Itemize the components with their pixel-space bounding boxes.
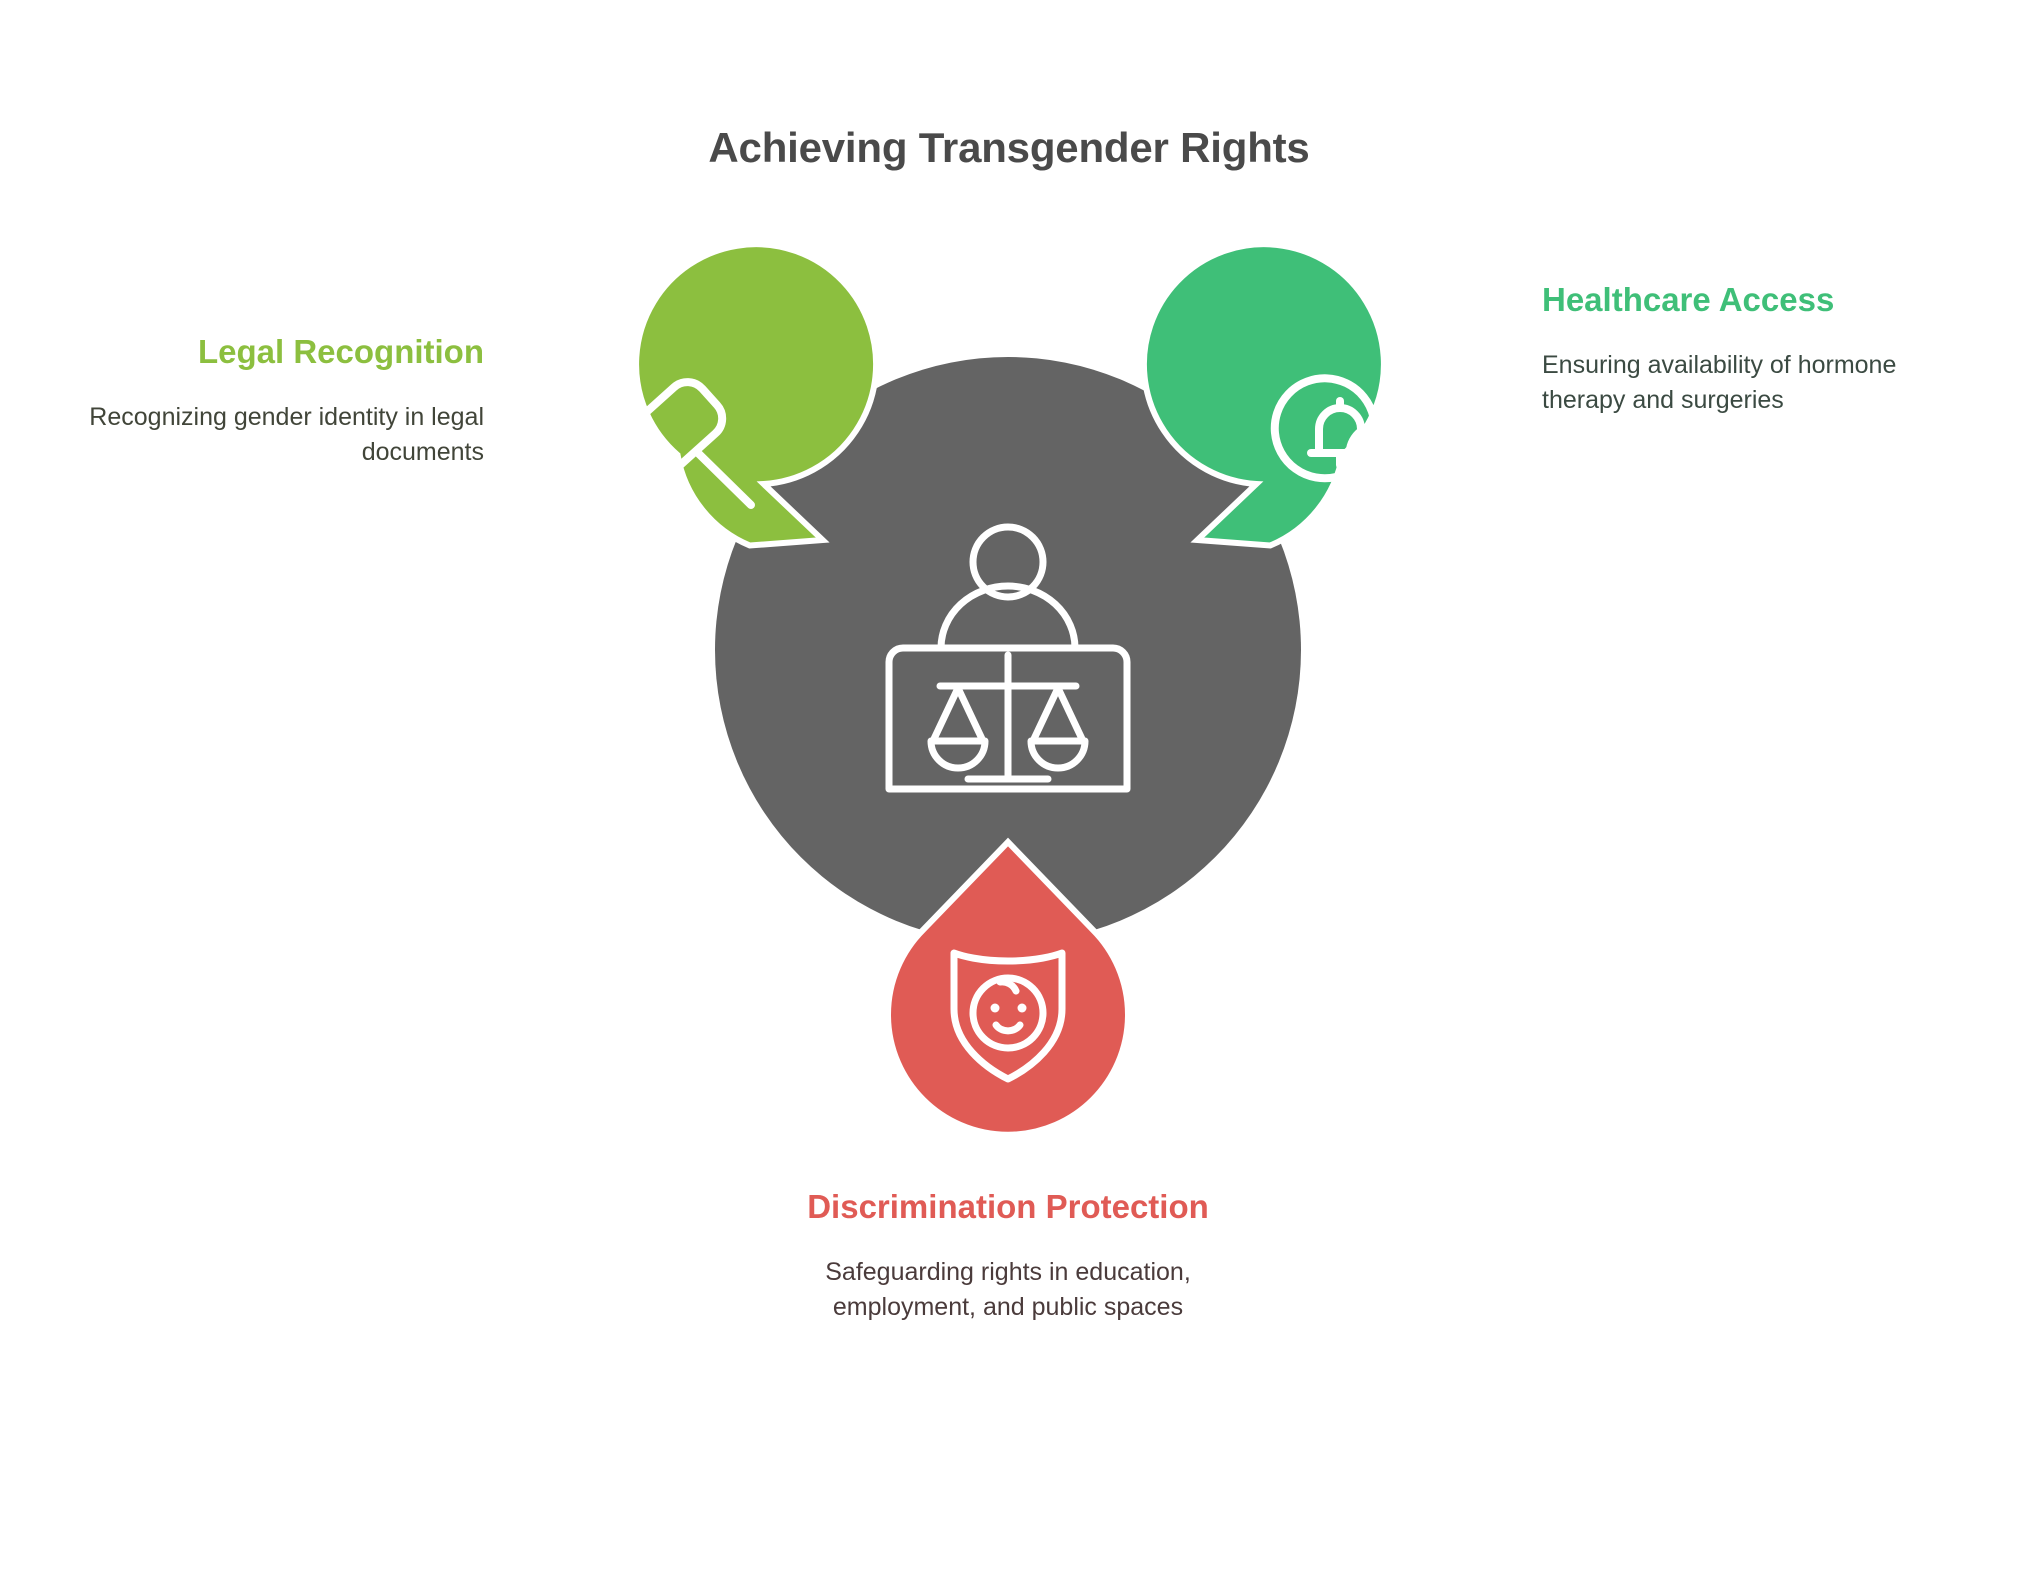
judge-scales-icon xyxy=(885,523,1131,793)
healthcare-access-description: Ensuring availability of hormone therapy… xyxy=(1542,350,1897,415)
branch-text-healthcare-access: Healthcare Access Ensuring availability … xyxy=(1542,278,1962,419)
page-title: Achieving Transgender Rights xyxy=(708,124,1310,171)
discrimination-protection-pin xyxy=(885,837,1131,1138)
node-healthcare-access[interactable] xyxy=(1138,240,1449,549)
legal-recognition-heading: Legal Recognition xyxy=(197,333,484,370)
node-discrimination-protection[interactable] xyxy=(885,837,1131,1138)
discrimination-protection-description: Safeguarding rights in education, employ… xyxy=(825,1257,1191,1322)
legal-recognition-pin xyxy=(633,241,880,549)
branch-text-discrimination-protection: Discrimination Protection Safeguarding r… xyxy=(758,1185,1258,1326)
healthcare-access-heading: Healthcare Access xyxy=(1542,281,1835,318)
branch-text-legal-recognition: Legal Recognition Recognizing gender ide… xyxy=(44,330,484,471)
shield-child-icon xyxy=(950,949,1066,1083)
node-legal-recognition[interactable] xyxy=(593,240,882,549)
hub-node[interactable] xyxy=(715,357,1301,943)
gavel-icon xyxy=(593,378,755,509)
pill-reminder-icon xyxy=(1270,374,1441,516)
discrimination-protection-heading: Discrimination Protection xyxy=(807,1188,1209,1225)
healthcare-access-pin xyxy=(1140,241,1387,549)
hub-circle xyxy=(715,357,1301,943)
legal-recognition-description: Recognizing gender identity in legal doc… xyxy=(89,402,484,467)
